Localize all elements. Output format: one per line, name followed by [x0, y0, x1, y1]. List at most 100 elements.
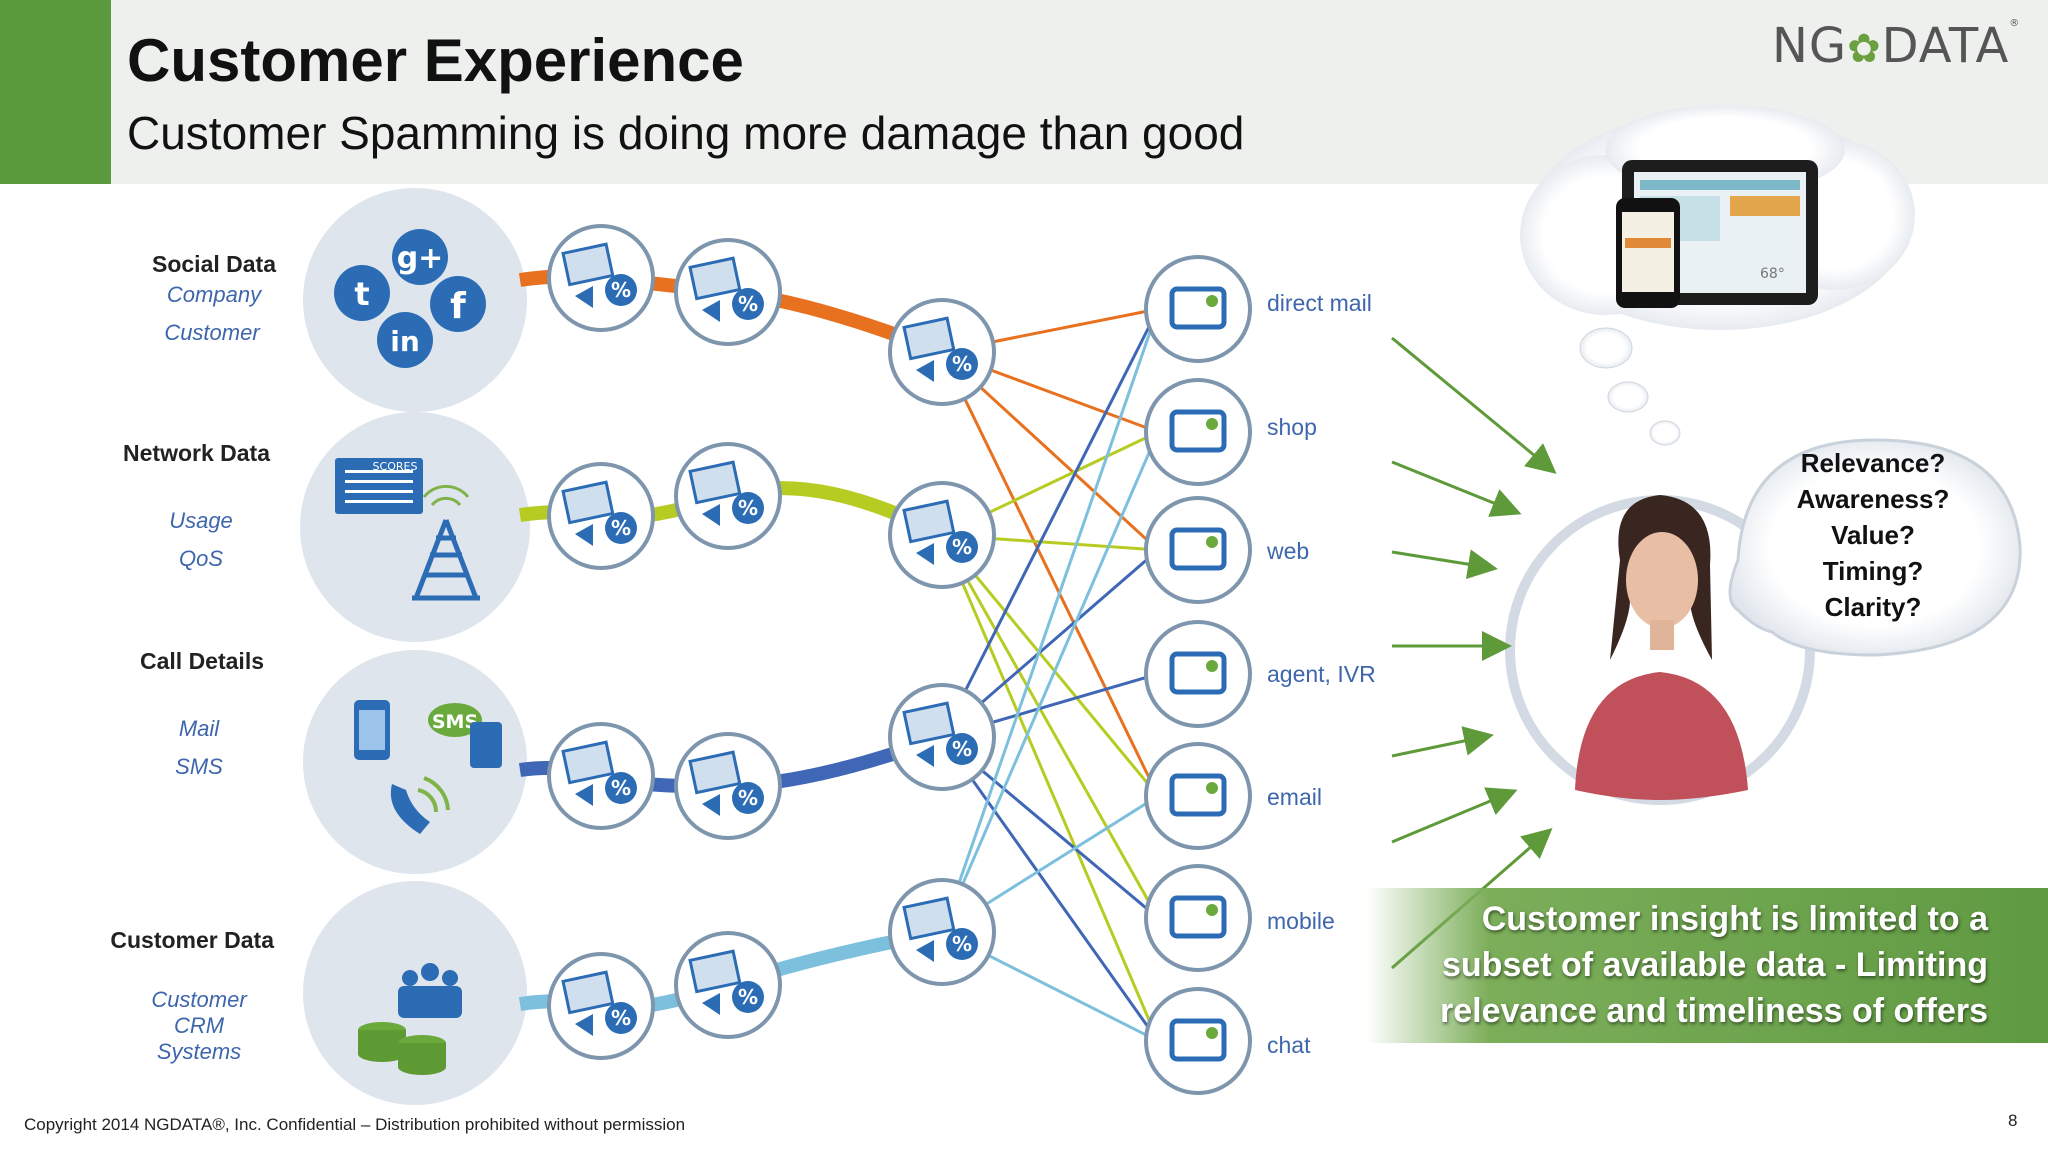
channel-circle: [1144, 620, 1252, 728]
channel-label-shop: shop: [1267, 414, 1317, 440]
svg-text:g+: g+: [397, 241, 444, 276]
fan-line: [940, 534, 1160, 1042]
channel-mobile-signal-icon: [1144, 864, 1252, 972]
insight-band: [1366, 888, 2048, 1043]
logo-text-left: NG: [1772, 18, 1848, 74]
offer-badge: %: [674, 732, 782, 840]
channel-laptop-globe-icon: [1144, 496, 1252, 604]
percent-badge-icon: [946, 733, 978, 765]
channel-headset-agent-icon: [1144, 620, 1252, 728]
percent-text: %: [738, 496, 758, 520]
fan-line: [940, 736, 1160, 1042]
channel-circle: [1144, 378, 1252, 486]
email-at-icon: [1169, 773, 1227, 817]
megaphone-icon: [916, 940, 934, 962]
coupon-icon: [902, 701, 956, 746]
percent-badge-icon: [605, 1002, 637, 1034]
percent-badge-icon: [946, 348, 978, 380]
channel-envelope-card-icon: [1144, 255, 1252, 363]
page-title: Customer Experience: [127, 27, 744, 94]
offer-badge: %: [888, 481, 996, 589]
chat-bubble-icon: [1169, 1018, 1227, 1062]
percent-badge-icon: [732, 288, 764, 320]
source-item-customer: Customer: [164, 320, 260, 345]
percent-badge-icon: [605, 772, 637, 804]
percent-text: %: [611, 1006, 631, 1030]
megaphone-icon: [916, 745, 934, 767]
source-item-systems: Systems: [156, 1039, 242, 1064]
source-heading-social: Social Data: [152, 251, 276, 277]
channel-accent-dot: [1206, 536, 1218, 548]
laptop-globe-icon: [1169, 527, 1227, 571]
channel-circles: [1144, 255, 1252, 1095]
coupon-icon: [902, 896, 956, 941]
offer-badge: %: [547, 462, 655, 570]
thought-cloud: 68°: [1520, 105, 1915, 446]
megaphone-icon: [916, 543, 934, 565]
channel-accent-dot: [1206, 295, 1218, 307]
coupon-icon: [688, 949, 742, 994]
database-people-icon: [358, 963, 462, 1075]
source-item-customer2: Customer: [151, 987, 247, 1012]
coupon-icon: [561, 242, 615, 287]
megaphone-icon: [916, 360, 934, 382]
social-icons: g+ t f in: [334, 229, 486, 368]
source-item-sms: SMS: [175, 754, 223, 779]
fan-line: [940, 308, 1160, 933]
channel-label-chat: chat: [1267, 1032, 1311, 1058]
envelope-card-icon: [1169, 286, 1227, 330]
offer-badges: %%%%%%%%%%%%: [547, 224, 996, 1060]
offer-badge: %: [674, 238, 782, 346]
source-bands: [518, 269, 946, 1015]
page-number: 8: [2008, 1111, 2018, 1130]
offer-badge: %: [888, 878, 996, 986]
question-awareness: Awareness?: [1796, 484, 1950, 514]
percent-text: %: [738, 786, 758, 810]
coupon-icon: [561, 740, 615, 785]
percent-text: %: [738, 985, 758, 1009]
phone-sms-icon: SMS: [354, 700, 502, 834]
fan-line: [940, 534, 1160, 919]
channel-accent-dot: [1206, 782, 1218, 794]
megaphone-icon: [702, 504, 720, 526]
coupon-icon: [561, 480, 615, 525]
coupon-icon: [688, 256, 742, 301]
channel-cart-icon: [1144, 378, 1252, 486]
page-subtitle: Customer Spamming is doing more damage t…: [127, 107, 1245, 159]
registered-mark: ®: [2009, 18, 2021, 29]
percent-badge-icon: [605, 274, 637, 306]
percent-badge-icon: [732, 981, 764, 1013]
channel-accent-dot: [1206, 904, 1218, 916]
fan-line: [940, 308, 1160, 738]
megaphone-icon: [575, 784, 593, 806]
fan-line: [940, 351, 1160, 797]
fan-line: [940, 431, 1160, 933]
percent-badge-icon: [946, 531, 978, 563]
channel-circle: [1144, 864, 1252, 972]
mobile-signal-icon: [1169, 895, 1227, 939]
green-arrows: [1391, 336, 1557, 970]
scores-label: SCORES: [373, 460, 418, 473]
source-heading-customer: Customer Data: [110, 927, 274, 953]
offer-badge: %: [547, 952, 655, 1060]
percent-text: %: [611, 516, 631, 540]
channel-chat-bubble-icon: [1144, 987, 1252, 1095]
source-heading-calls: Call Details: [140, 648, 264, 674]
percent-text: %: [952, 737, 972, 761]
source-item-mail: Mail: [178, 716, 220, 741]
svg-text:f: f: [450, 286, 466, 327]
channel-accent-dot: [1206, 660, 1218, 672]
percent-badge-icon: [605, 512, 637, 544]
offer-badge: %: [547, 224, 655, 332]
megaphone-icon: [575, 286, 593, 308]
source-item-usage: Usage: [169, 508, 233, 533]
offer-badge: %: [888, 683, 996, 791]
channel-label-agent-ivr: agent, IVR: [1267, 661, 1376, 687]
offer-badge: %: [674, 442, 782, 550]
megaphone-icon: [702, 993, 720, 1015]
question-relevance: Relevance?: [1800, 448, 1946, 478]
coupon-icon: [688, 750, 742, 795]
coupon-icon: [902, 316, 956, 361]
accent-bar: [0, 0, 111, 184]
